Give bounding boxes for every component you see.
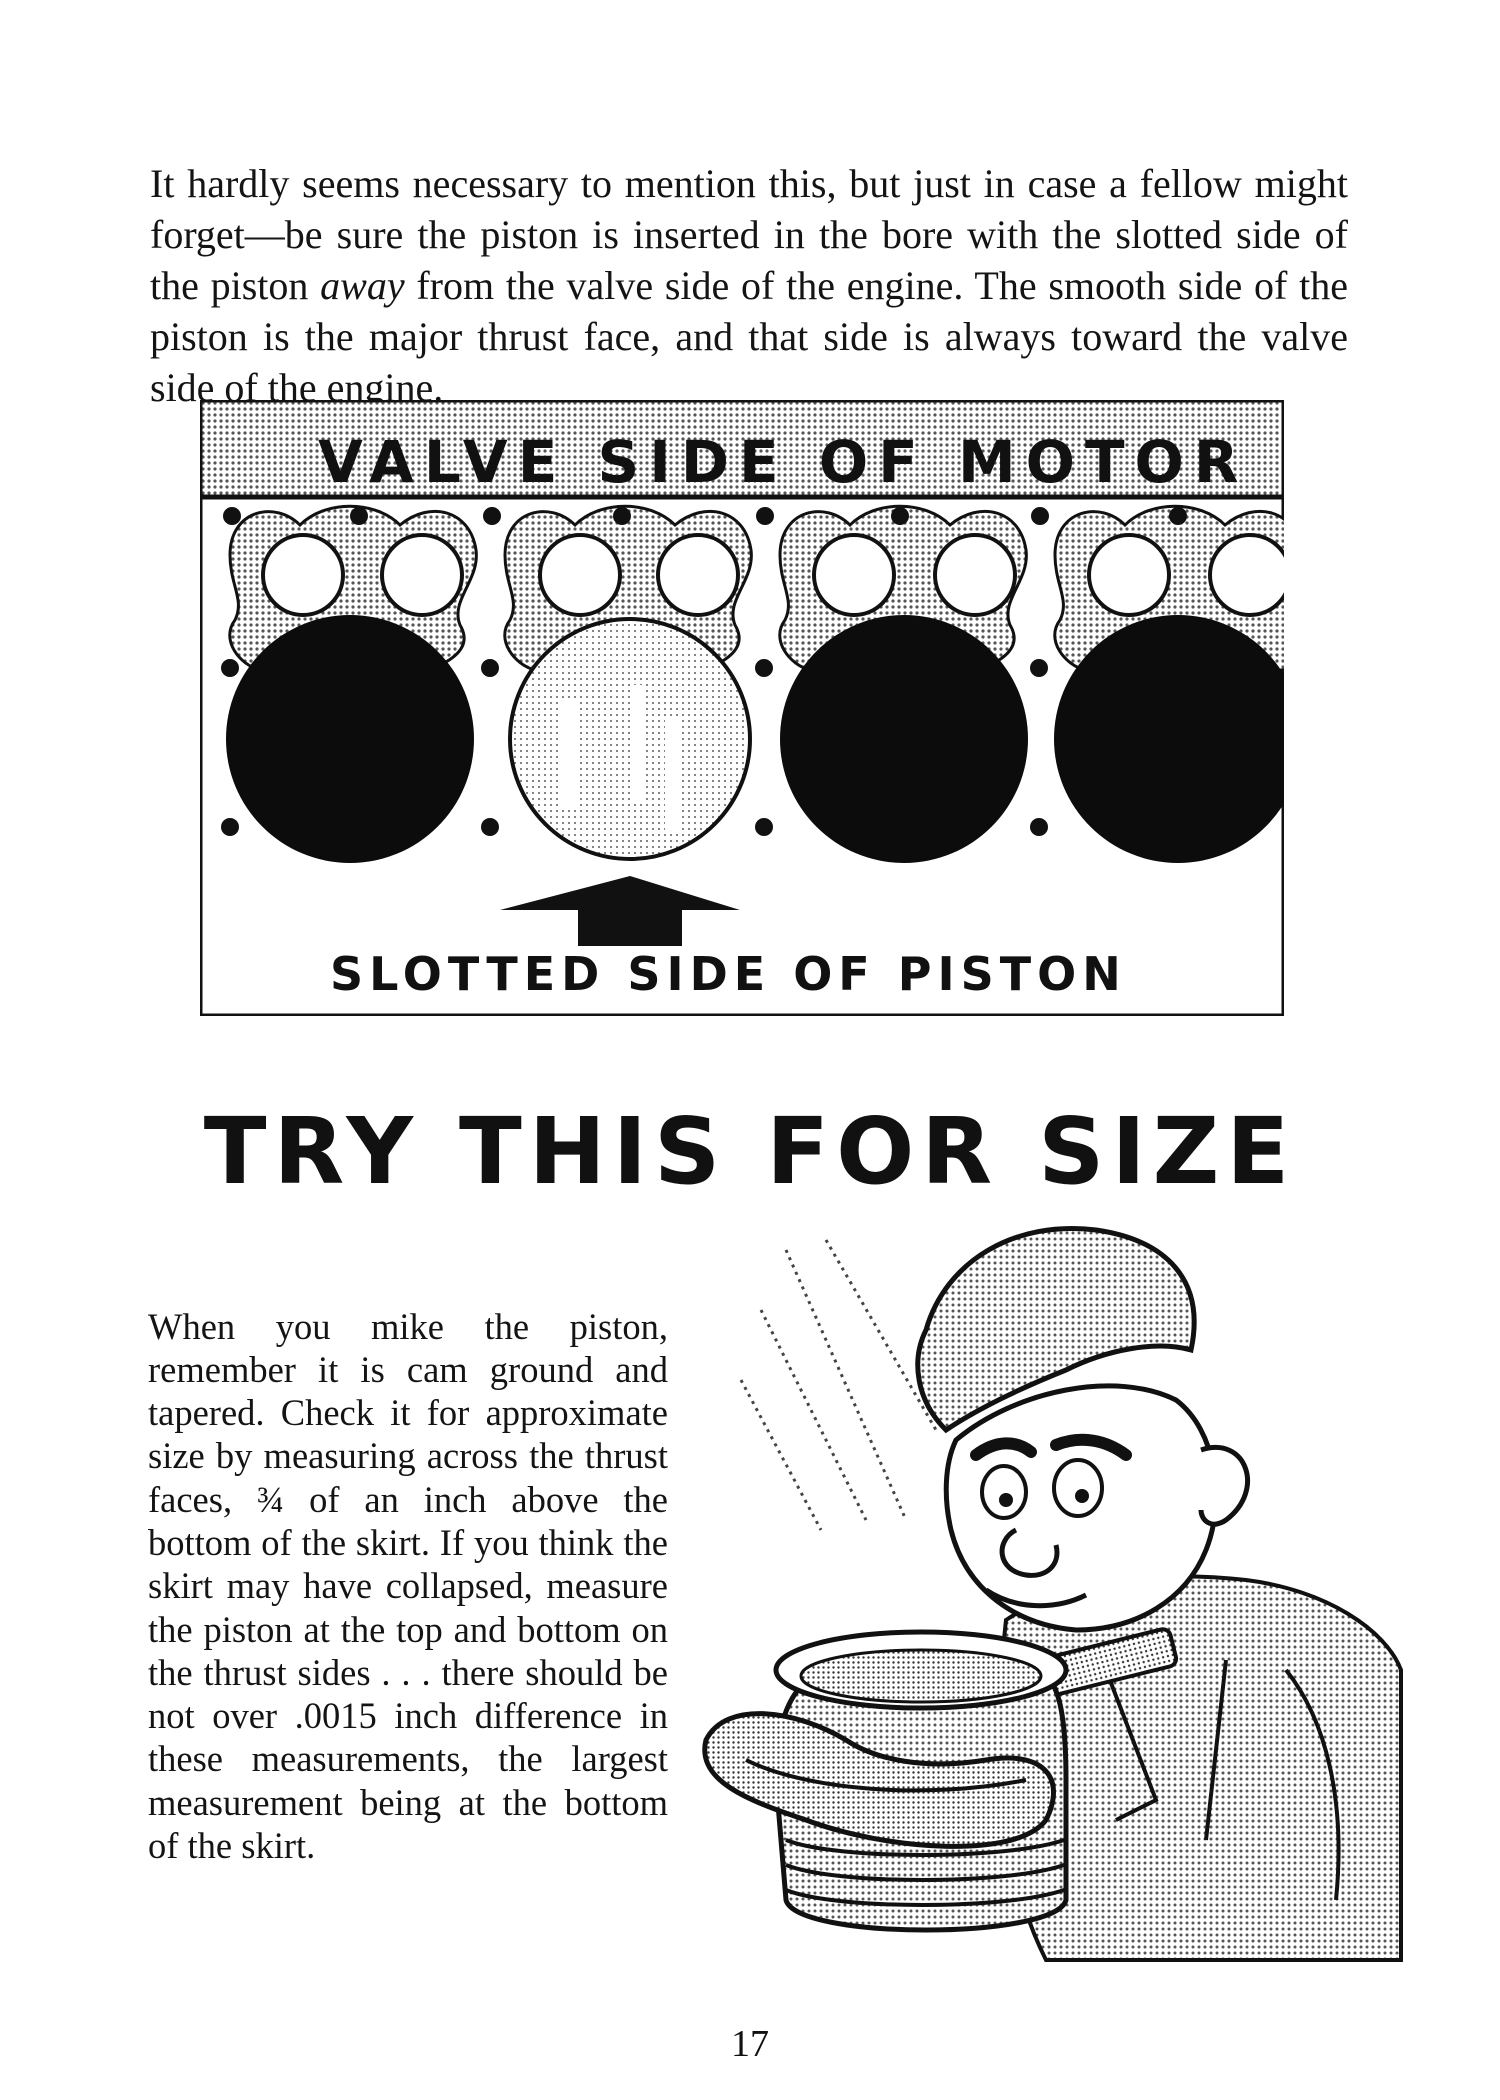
intro-text-1: It hardly seems necessary to mention thi… xyxy=(150,161,1348,308)
cylinder-4 xyxy=(1053,504,1284,863)
mechanic-illustration xyxy=(702,1226,1403,1962)
cylinder-3 xyxy=(778,504,1028,863)
intro-paragraph: It hardly seems necessary to mention thi… xyxy=(150,158,1348,413)
valve-side-band xyxy=(200,400,1284,499)
intro-text-2: from the valve side of the engine. The s… xyxy=(150,263,1348,410)
engine-block-diagram: VALVE SIDE OF MOTOR xyxy=(200,400,1284,1016)
page-number: 17 xyxy=(731,2023,769,2065)
section-heading: TRY THIS FOR SIZE xyxy=(203,1098,1297,1205)
valve-side-label: VALVE SIDE OF MOTOR xyxy=(318,428,1249,496)
slotted-side-label: SLOTTED SIDE OF PISTON xyxy=(330,947,1127,1001)
bolt-holes xyxy=(221,507,1187,836)
cylinder-2-piston xyxy=(503,504,753,861)
arrow-icon xyxy=(500,876,740,946)
cylinder-1 xyxy=(226,504,478,863)
measurement-paragraph: When you mike the piston, remember it is… xyxy=(148,1305,668,1867)
intro-emphasis: away xyxy=(320,263,405,308)
